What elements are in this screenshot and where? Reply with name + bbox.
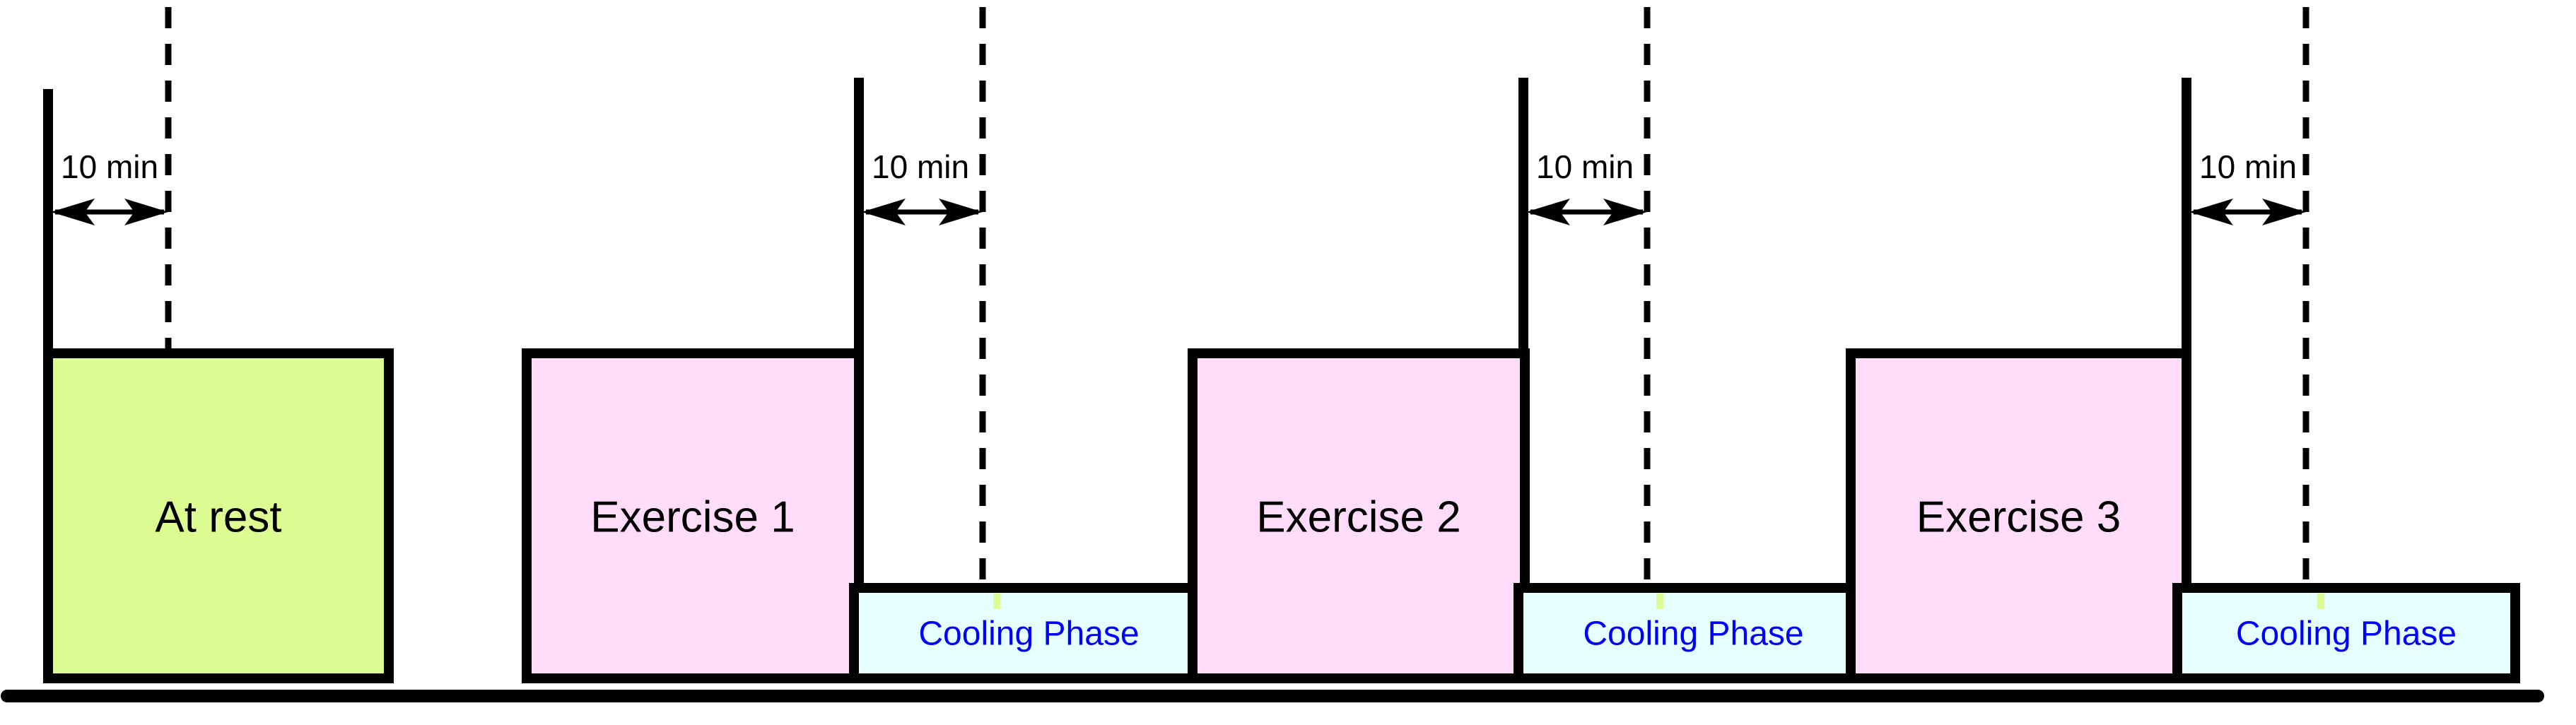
phase-block-rect-at-rest: [43, 348, 394, 683]
phase-block-at-rest[interactable]: At rest: [43, 348, 394, 683]
phase-block-rect-exercise-3: [1846, 348, 2191, 683]
phase-blocks-group: At rest Exercise 1 Cooling Phase Exercise 2…: [43, 348, 2520, 683]
phase-block-cooling-3[interactable]: Cooling Phase: [2172, 583, 2520, 683]
phase-block-exercise-1[interactable]: Exercise 1: [522, 348, 864, 683]
speckles-group: [993, 594, 2324, 609]
duration-arrows-group: 10 min 10 min 10 min 10 min: [51, 148, 2306, 225]
phase-block-label-cooling-3: Cooling Phase: [2236, 615, 2457, 653]
duration-arrow-1-label: 10 min: [61, 148, 158, 185]
phase-block-label-at-rest: At rest: [155, 493, 281, 541]
speck-1: [993, 594, 1000, 609]
speck-2: [1656, 594, 1663, 609]
duration-arrow-2-head-right: [939, 199, 983, 225]
duration-arrow-3: 10 min: [1526, 148, 1647, 225]
phase-block-label-exercise-2: Exercise 2: [1256, 493, 1460, 541]
duration-arrow-3-head-left: [1526, 199, 1570, 225]
phase-block-exercise-3[interactable]: Exercise 3: [1846, 348, 2191, 683]
phase-block-rect-cooling-2: [1514, 583, 1873, 683]
duration-arrow-2-head-left: [862, 199, 906, 225]
duration-arrow-2: 10 min: [862, 148, 983, 225]
phase-block-label-exercise-1: Exercise 1: [590, 493, 795, 541]
speck-3: [2317, 594, 2324, 609]
phase-block-cooling-1[interactable]: Cooling Phase: [849, 583, 1209, 683]
duration-arrow-3-head-right: [1603, 199, 1647, 225]
phase-block-label-exercise-3: Exercise 3: [1916, 493, 2121, 541]
duration-arrow-4-label: 10 min: [2199, 148, 2297, 185]
duration-arrow-1-head-right: [124, 199, 168, 225]
phase-block-cooling-2[interactable]: Cooling Phase: [1514, 583, 1873, 683]
duration-arrow-1-head-left: [51, 199, 95, 225]
phase-block-label-cooling-2: Cooling Phase: [1583, 615, 1803, 653]
duration-arrow-4-head-left: [2189, 199, 2233, 225]
duration-arrow-3-label: 10 min: [1536, 148, 1634, 185]
phase-block-rect-cooling-3: [2172, 583, 2520, 683]
duration-arrow-1: 10 min: [51, 148, 168, 225]
phase-block-exercise-2[interactable]: Exercise 2: [1188, 348, 1530, 683]
duration-arrow-4: 10 min: [2189, 148, 2306, 225]
phase-block-rect-exercise-2: [1188, 348, 1530, 683]
duration-arrow-2-label: 10 min: [872, 148, 969, 185]
phase-block-rect-exercise-1: [522, 348, 864, 683]
duration-arrow-4-head-right: [2262, 199, 2306, 225]
phase-block-label-cooling-1: Cooling Phase: [918, 615, 1139, 653]
